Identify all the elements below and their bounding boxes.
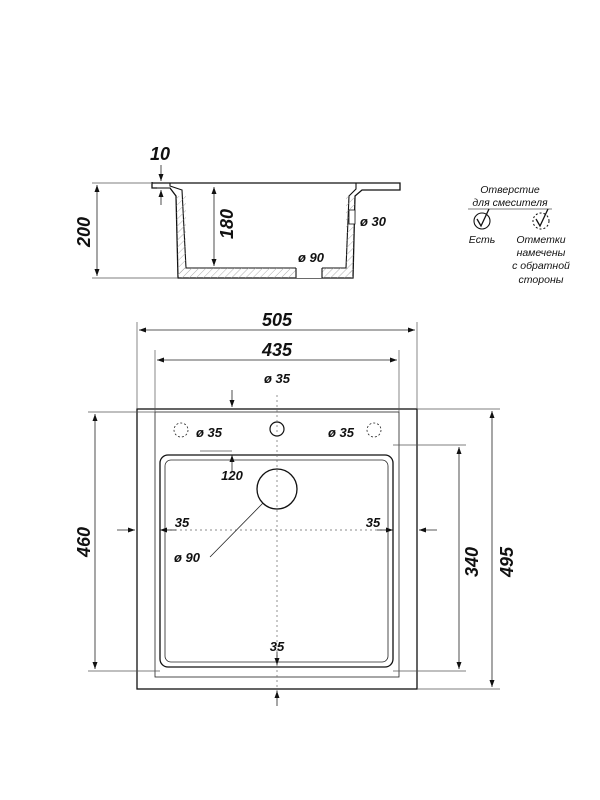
dim-d35-left-label: ø 35	[196, 425, 223, 440]
legend-option-marked-2: намечены	[517, 247, 566, 259]
legend-option-yes: Есть	[469, 234, 496, 246]
dim-d30-label: ø 30	[360, 214, 387, 229]
legend-title-line1: Отверстие	[480, 184, 540, 196]
dim-side-d90-label: ø 90	[298, 250, 325, 265]
legend-title-line2: для смесителя	[472, 197, 548, 209]
top-view: ø 35 ø 35 505 435 ø 35 120 35 35 ø	[74, 310, 517, 706]
dim-495-label: 495	[497, 546, 517, 578]
dim-35-left-label: 35	[175, 515, 190, 530]
dim-200-label: 200	[74, 217, 94, 248]
dim-460-label: 460	[74, 527, 94, 558]
side-wall-hatch-left	[176, 196, 186, 278]
side-wall-hatch-bottom	[178, 268, 353, 278]
dim-340-label: 340	[462, 547, 482, 577]
check-icon-yes	[473, 208, 491, 230]
dim-d35-top-label: ø 35	[264, 371, 291, 386]
dim-120-label: 120	[221, 468, 243, 483]
drain-hole	[256, 468, 298, 510]
dim-505-label: 505	[262, 310, 293, 330]
legend-option-marked-1: Отметки	[516, 234, 565, 246]
faucet-hole-left	[173, 422, 189, 438]
legend-option-marked-3: с обратной	[512, 260, 570, 272]
dim-35-right-label: 35	[366, 515, 381, 530]
mixer-hole-legend: Отверстие для смесителя Есть Отметки нам…	[468, 184, 570, 286]
sink-bowl	[159, 454, 394, 668]
side-overflow-hole	[348, 209, 356, 225]
side-drain-hole	[296, 266, 322, 278]
sink-outer-rim	[136, 408, 418, 690]
dim-top-d90-label: ø 90	[174, 550, 201, 565]
dim-10-label: 10	[150, 144, 170, 164]
legend-option-marked-4: стороны	[519, 274, 564, 286]
side-view: 200 10 180 ø 30 ø 90	[74, 144, 401, 279]
side-section-outline	[151, 182, 401, 279]
dim-d35-right-label: ø 35	[328, 425, 355, 440]
dim-435-label: 435	[261, 340, 293, 360]
dim-180-label: 180	[217, 209, 237, 239]
faucet-hole-center	[269, 421, 285, 437]
dim-35-bottom-label: 35	[270, 639, 285, 654]
faucet-hole-right	[366, 422, 382, 438]
check-icon-marked	[532, 208, 550, 230]
side-bowl-inner	[169, 183, 357, 269]
